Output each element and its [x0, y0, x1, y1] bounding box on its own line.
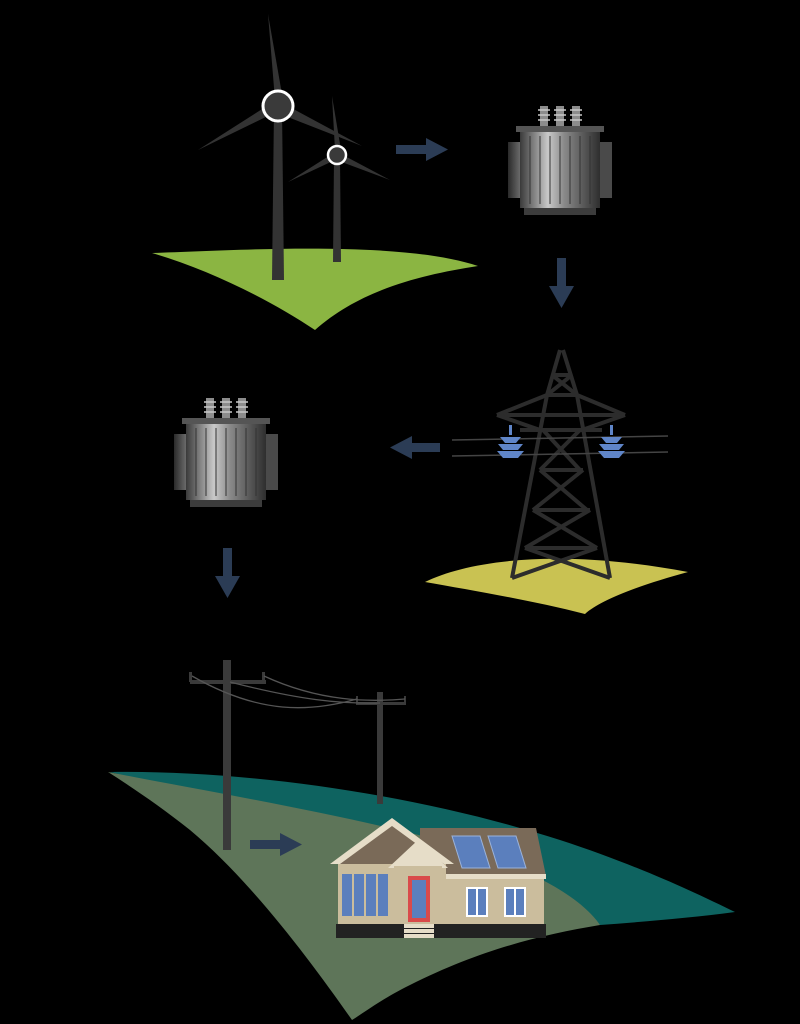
- tower-ground: [425, 558, 688, 614]
- insulator-icon: [598, 425, 625, 458]
- transmission-tower-icon: [496, 349, 626, 580]
- flow-arrow-right: [396, 138, 448, 161]
- power-lines: [451, 435, 669, 457]
- wind-turbine-icon: [198, 14, 362, 280]
- transformer-icon: [507, 105, 613, 216]
- house-icon: [330, 818, 546, 938]
- power-lines: [191, 675, 406, 709]
- transmission-tower: [425, 349, 688, 614]
- utility-pole-icon: [356, 692, 406, 804]
- window: [342, 874, 388, 916]
- distribution-poles: [189, 660, 406, 850]
- wind-turbine-icon: [288, 96, 390, 262]
- grass-hill: [152, 248, 478, 330]
- flow-arrow-left: [390, 436, 440, 459]
- wind-farm: [152, 14, 478, 330]
- transformer-icon: [173, 397, 279, 508]
- flow-arrow-down: [549, 258, 574, 308]
- river: [110, 771, 735, 925]
- flow-arrow-right: [250, 833, 302, 856]
- flow-arrow-down: [215, 548, 240, 598]
- utility-pole-icon: [189, 660, 266, 850]
- window: [466, 887, 526, 917]
- insulator-icon: [497, 425, 524, 458]
- solar-panel-icon: [451, 835, 527, 869]
